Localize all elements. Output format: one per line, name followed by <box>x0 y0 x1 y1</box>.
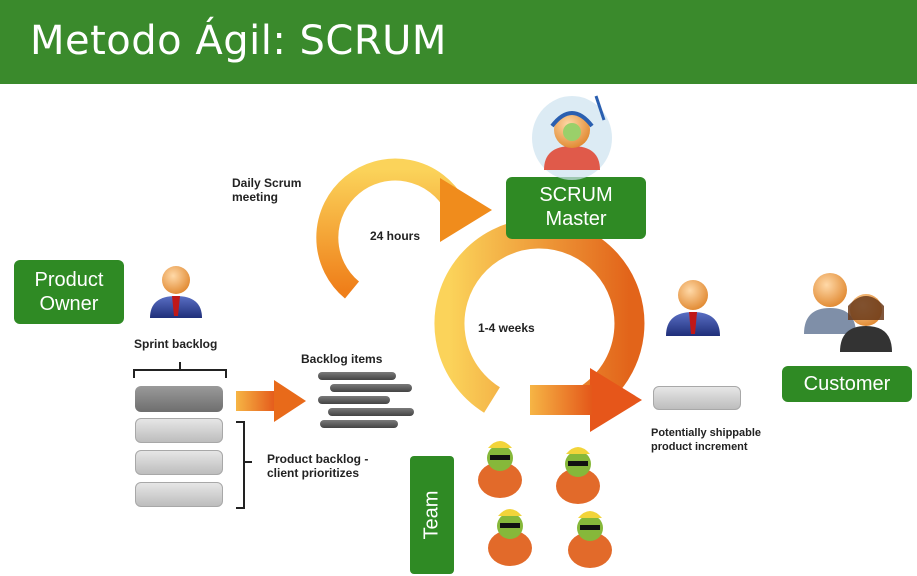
title-bar: Metodo Ágil: SCRUM <box>0 0 917 84</box>
page-title: Metodo Ágil: SCRUM <box>30 18 447 64</box>
scrum-master-avatar-icon <box>532 95 612 180</box>
increment-bar <box>653 386 741 410</box>
product-backlog-item <box>135 482 223 507</box>
team-turtle-icon <box>556 447 600 504</box>
team-turtle-icon <box>478 441 522 498</box>
product-owner-person-icon <box>150 266 202 318</box>
sprint-backlog-item <box>135 386 223 412</box>
weeks-label: 1-4 weeks <box>478 321 535 335</box>
sprint-backlog-label: Sprint backlog <box>134 337 218 351</box>
customer-people-icon <box>804 273 892 352</box>
customer-box: Customer <box>782 366 912 402</box>
input-arrow-head <box>274 380 306 422</box>
input-arrow-body <box>236 391 276 411</box>
product-backlog-label: Product backlog -client prioritizes <box>267 452 369 480</box>
product-backlog-bracket <box>236 421 252 509</box>
backlog-items-label: Backlog items <box>301 352 383 366</box>
daily-cycle-arrowhead <box>440 178 492 242</box>
backlog-item-pill <box>328 408 414 416</box>
team-turtle-icon <box>568 511 612 568</box>
hours-label: 24 hours <box>370 229 421 243</box>
backlog-item-pill <box>318 396 390 404</box>
product-backlog-item <box>135 418 223 443</box>
backlog-item-pill <box>318 372 396 380</box>
sprint-cycle-arrowhead <box>590 368 642 432</box>
daily-cycle-arrow <box>316 158 465 299</box>
backlog-item-pill <box>320 420 398 428</box>
team-turtle-icon <box>488 509 532 566</box>
product-backlog-item <box>135 450 223 475</box>
team-member-person-icon <box>666 280 720 336</box>
team-box: Team <box>410 456 454 574</box>
backlog-item-pill <box>330 384 412 392</box>
sprint-backlog-bracket <box>133 362 227 378</box>
